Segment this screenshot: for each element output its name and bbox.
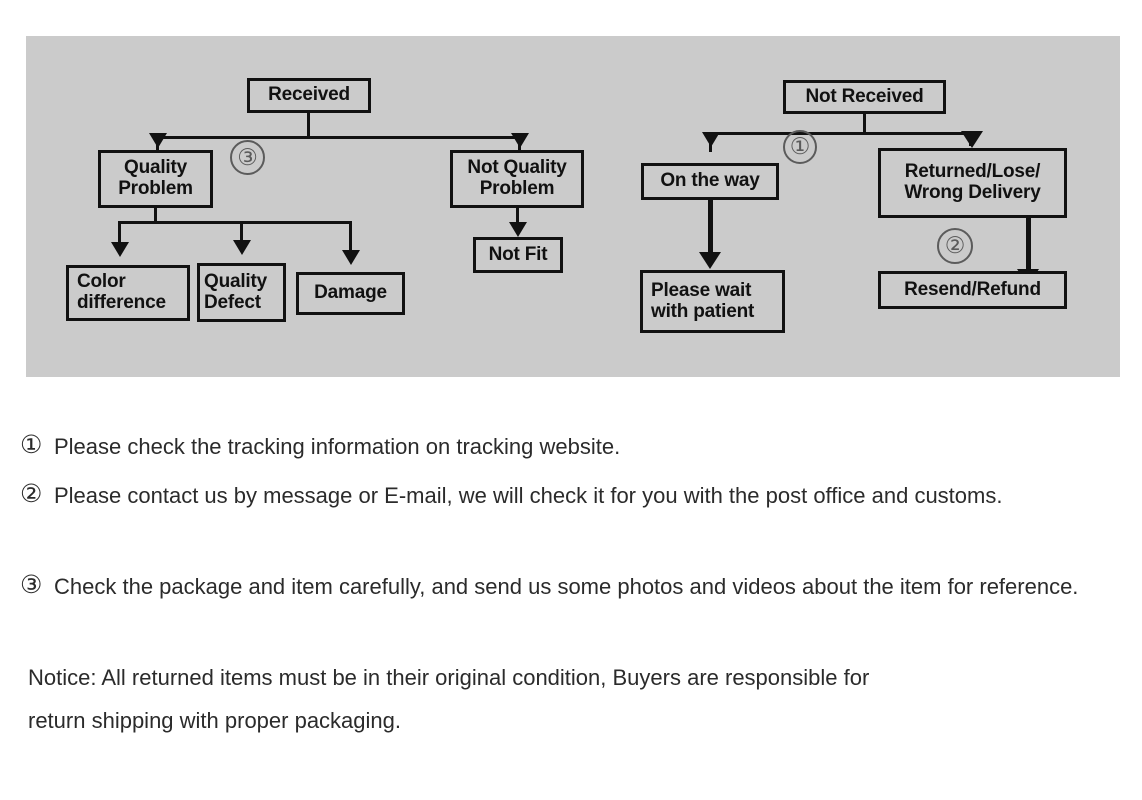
node-returned-lose-line1: Returned/Lose/ bbox=[904, 161, 1041, 183]
connector-qp-stem bbox=[154, 208, 157, 221]
note-item-2: ② Please contact us by message or E-mail… bbox=[20, 481, 1080, 511]
node-not-quality-problem: Not Quality Problem bbox=[450, 150, 584, 208]
node-color-difference-line1: Color bbox=[77, 271, 126, 293]
node-on-the-way: On the way bbox=[641, 163, 779, 200]
connector-returned-stem bbox=[1026, 218, 1031, 274]
note-marker-1: ① bbox=[20, 432, 43, 459]
connector-nqp-stem bbox=[516, 208, 519, 226]
node-color-difference-line2: difference bbox=[77, 292, 166, 313]
marker-two-diagram: ② bbox=[937, 228, 973, 264]
arrowhead-to-returned-lose bbox=[961, 131, 983, 148]
flowchart-panel: Received Quality Problem ③ Not Quality P… bbox=[26, 36, 1120, 377]
note-text-1: Please check the tracking information on… bbox=[54, 434, 621, 459]
marker-two-label: ② bbox=[944, 233, 966, 258]
node-please-wait-line1: Please wait bbox=[651, 279, 752, 301]
arrowhead-to-on-the-way bbox=[702, 132, 720, 147]
arrowhead-to-not-fit bbox=[509, 222, 527, 237]
node-not-fit-label: Not Fit bbox=[488, 243, 548, 265]
note-item-1: ① Please check the tracking information … bbox=[20, 432, 1110, 462]
marker-one-label: ① bbox=[789, 134, 811, 159]
node-not-fit: Not Fit bbox=[473, 237, 563, 273]
note-item-3: ③ Check the package and item carefully, … bbox=[20, 572, 1120, 602]
marker-three-diagram: ③ bbox=[230, 140, 265, 175]
arrowhead-to-color-difference bbox=[111, 242, 129, 257]
arrowhead-to-not-quality-problem bbox=[511, 133, 529, 148]
node-not-received: Not Received bbox=[783, 80, 946, 114]
node-quality-problem: Quality Problem bbox=[98, 150, 213, 208]
connector-qp-drop-2 bbox=[240, 221, 243, 244]
node-quality-defect-line2: Defect bbox=[204, 291, 261, 313]
node-resend-refund: Resend/Refund bbox=[878, 271, 1067, 309]
node-not-quality-problem-line2: Problem bbox=[479, 178, 555, 199]
connector-qp-drop-1 bbox=[118, 221, 121, 246]
connector-qp-drop-3 bbox=[349, 221, 352, 254]
note-text-2: Please contact us by message or E-mail, … bbox=[54, 483, 1003, 508]
node-damage: Damage bbox=[296, 272, 405, 315]
connector-qp-bus bbox=[118, 221, 352, 224]
node-received-label: Received bbox=[268, 84, 350, 106]
note-text-3: Check the package and item carefully, an… bbox=[54, 574, 1079, 599]
node-please-wait: Please wait with patient bbox=[640, 270, 785, 333]
arrowhead-to-damage bbox=[342, 250, 360, 265]
node-received: Received bbox=[247, 78, 371, 113]
node-on-the-way-label: On the way bbox=[660, 170, 760, 192]
node-damage-label: Damage bbox=[314, 282, 387, 304]
connector-received-stem bbox=[307, 113, 310, 136]
node-returned-lose-line2: Wrong Delivery bbox=[904, 182, 1041, 203]
node-not-received-label: Not Received bbox=[805, 85, 924, 107]
connector-received-bus bbox=[156, 136, 521, 139]
arrowhead-to-quality-defect bbox=[233, 240, 251, 255]
node-quality-problem-line2: Problem bbox=[118, 178, 193, 199]
connector-not-received-bus bbox=[709, 132, 972, 135]
node-returned-lose-wrong-delivery: Returned/Lose/ Wrong Delivery bbox=[878, 148, 1067, 218]
node-quality-problem-line1: Quality bbox=[123, 157, 187, 179]
notice-line-1: Notice: All returned items must be in th… bbox=[28, 665, 870, 690]
arrowhead-to-please-wait bbox=[699, 252, 721, 269]
marker-one-diagram: ① bbox=[783, 130, 817, 164]
node-please-wait-line2: with patient bbox=[651, 300, 755, 322]
connector-not-received-stem bbox=[863, 114, 866, 132]
marker-three-label: ③ bbox=[237, 144, 258, 170]
notice-line-2: return shipping with proper packaging. bbox=[28, 708, 402, 733]
node-color-difference: Color difference bbox=[66, 265, 190, 321]
node-quality-defect: Quality Defect bbox=[197, 263, 286, 322]
node-not-quality-problem-line1: Not Quality bbox=[467, 157, 567, 179]
node-quality-defect-line1: Quality bbox=[204, 270, 268, 292]
arrowhead-to-quality-problem bbox=[149, 133, 167, 148]
note-marker-3: ③ bbox=[20, 572, 43, 599]
note-marker-2: ② bbox=[20, 481, 43, 508]
node-resend-refund-label: Resend/Refund bbox=[904, 278, 1041, 300]
connector-ontheway-stem bbox=[708, 200, 713, 257]
